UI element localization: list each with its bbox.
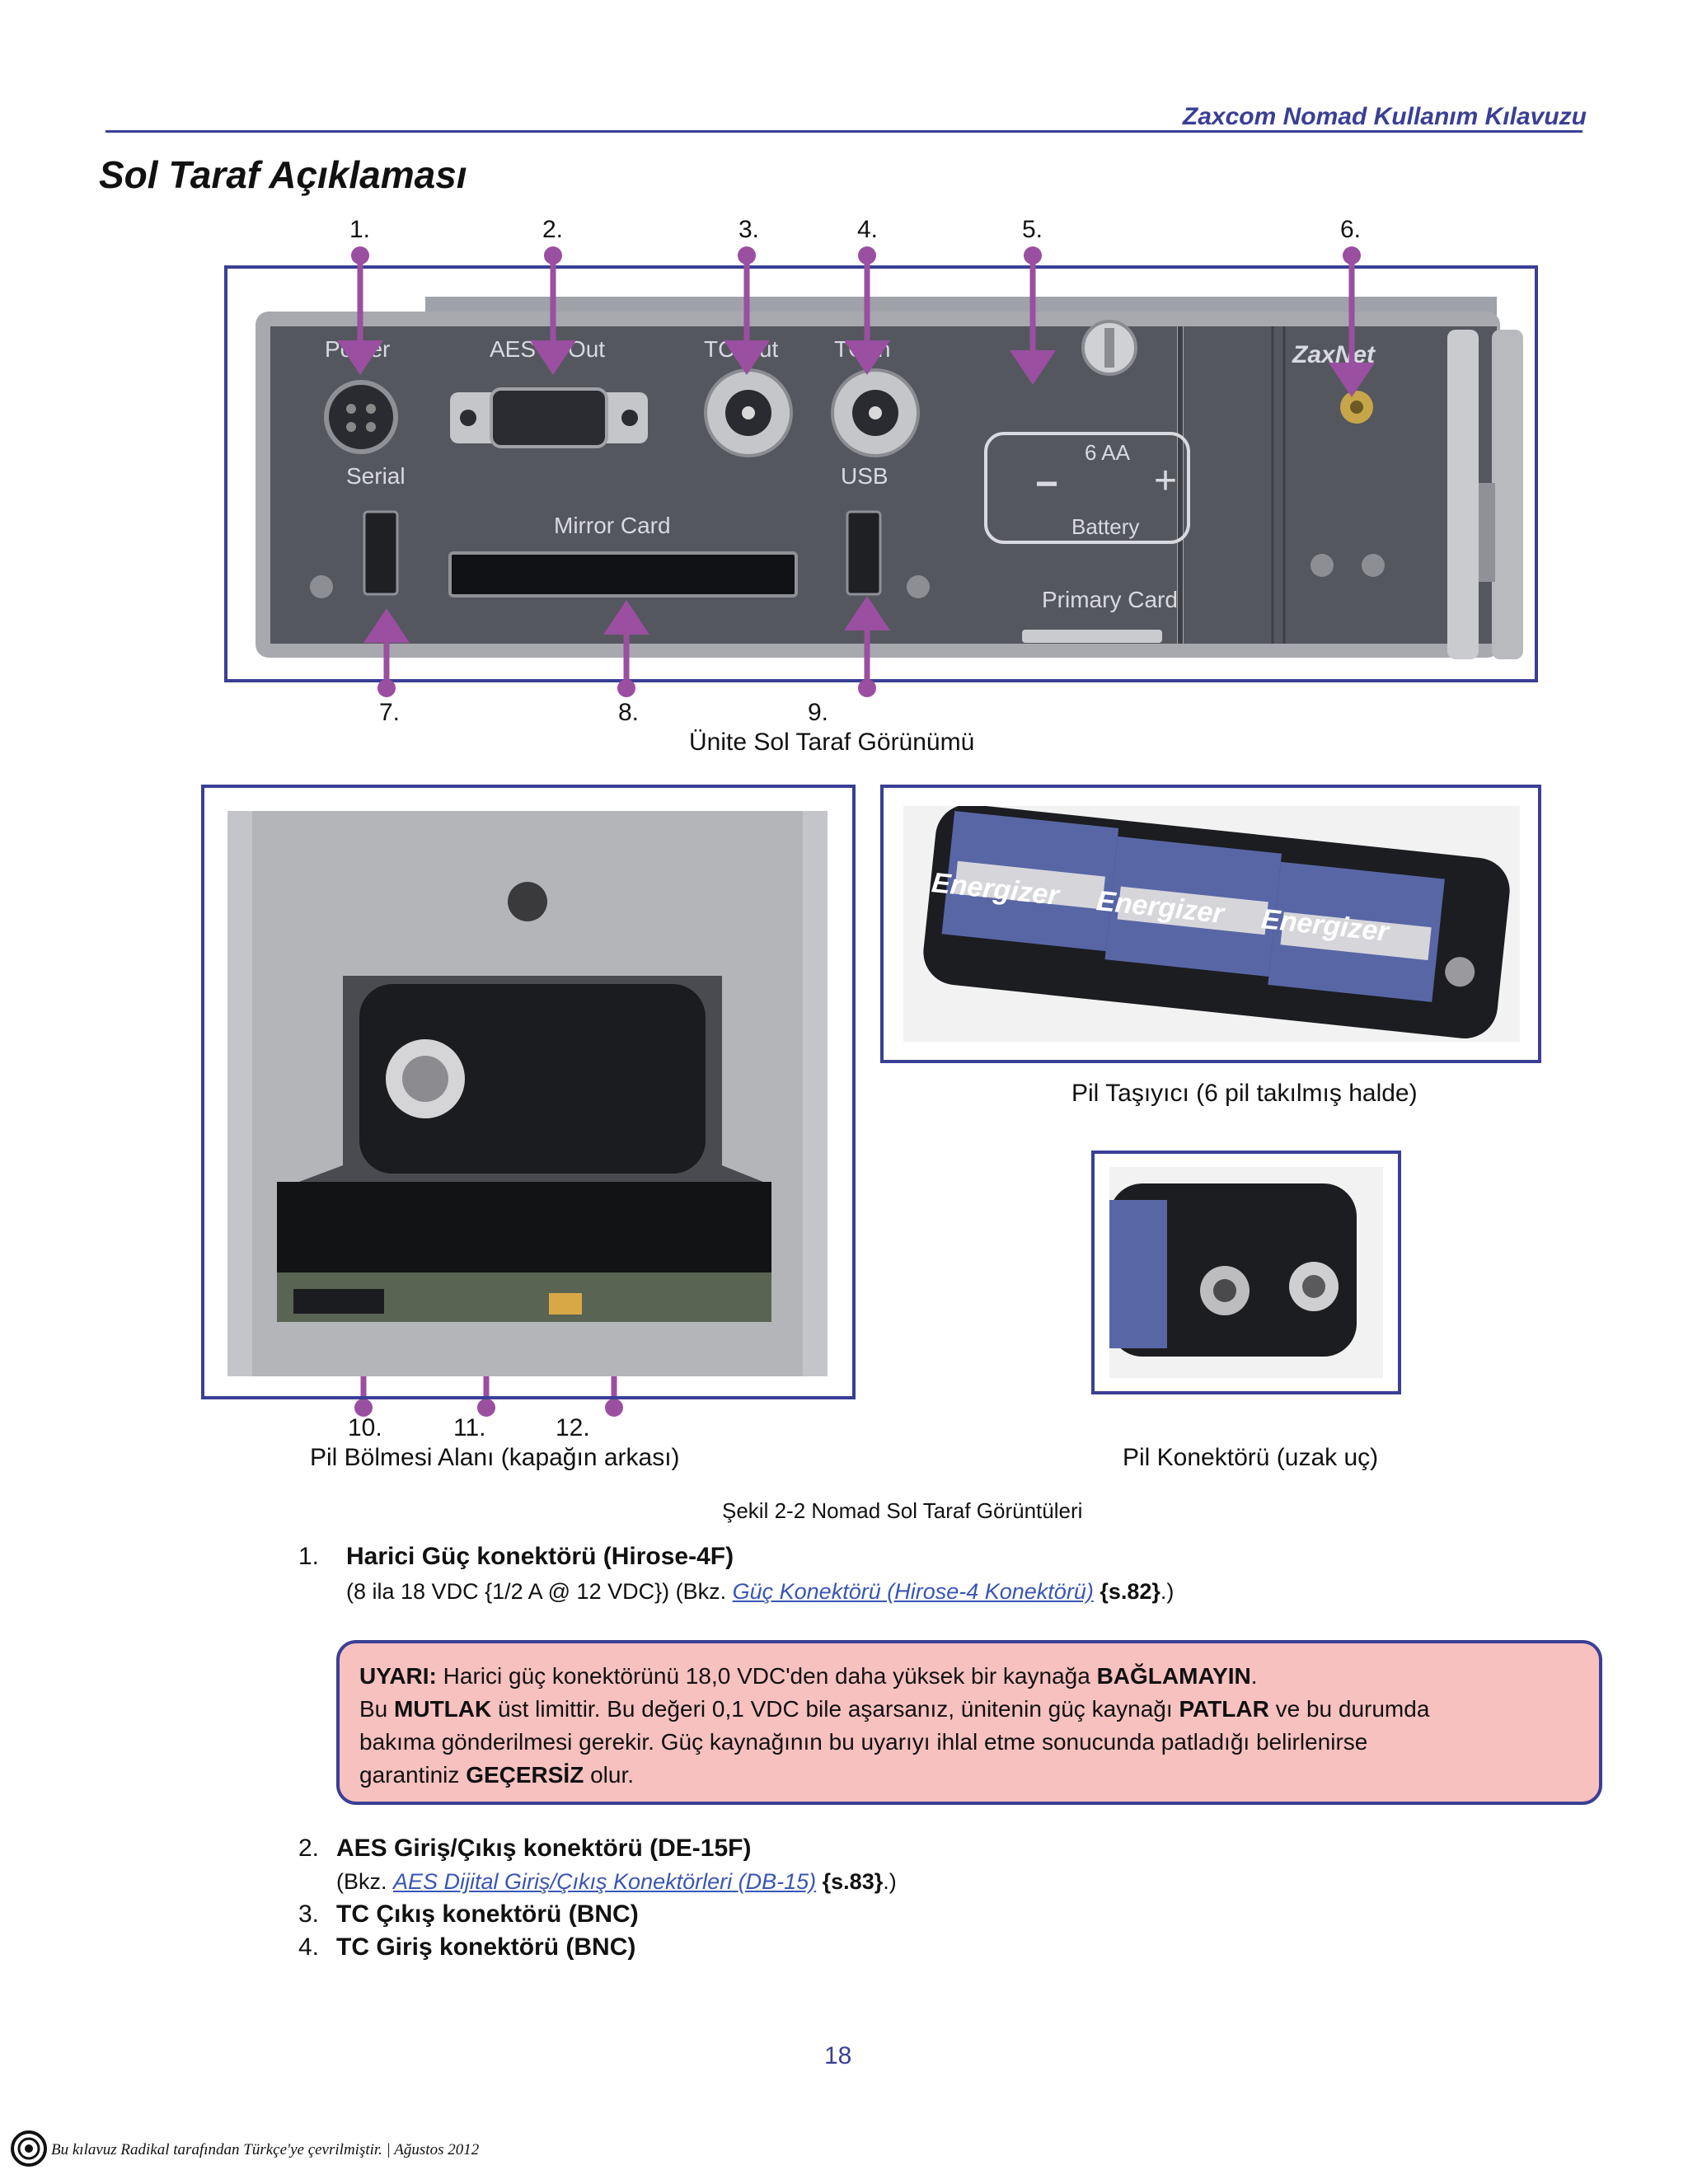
list-item-description: (8 ila 18 VDC {1/2 A @ 12 VDC}) (Bkz. Gü… xyxy=(346,1579,1174,1605)
link-aes-connectors[interactable]: AES Dijital Giriş/Çıkış Konektörleri (DB… xyxy=(393,1869,817,1894)
warning-line-2: Bu MUTLAK üst limittir. Bu değeri 0,1 VD… xyxy=(359,1693,1579,1726)
arrow-7 xyxy=(363,608,410,697)
warning-emphasis: PATLAR xyxy=(1179,1696,1269,1722)
list-item-title: AES Giriş/Çıkış konektörü (DE-15F) xyxy=(336,1835,752,1862)
battery-compartment-image xyxy=(227,811,828,1376)
warning-text: olur. xyxy=(584,1762,635,1788)
device-figure-caption: Ünite Sol Taraf Görünümü xyxy=(689,729,975,756)
callout-number-10: 10. xyxy=(348,1414,382,1441)
page-ref-1: {s.82} xyxy=(1100,1579,1160,1604)
label-minus: − xyxy=(1035,462,1059,506)
callout-number-5: 5. xyxy=(1022,216,1043,243)
warning-text: . xyxy=(1250,1663,1258,1689)
arrow-5 xyxy=(1010,246,1056,385)
battery-carrier-image xyxy=(903,806,1520,1042)
compartment-figure-caption: Pil Bölmesi Alanı (kapağın arkası) xyxy=(310,1444,680,1471)
warning-label: UYARI: xyxy=(359,1663,437,1689)
warning-line-3: bakıma gönderilmesi gerekir. Güç kaynağı… xyxy=(359,1729,1368,1755)
item-2-sub-prefix: (Bkz. xyxy=(336,1869,394,1894)
warning-text: Bu xyxy=(359,1696,395,1722)
section-title: Sol Taraf Açıklaması xyxy=(99,153,467,196)
callout-number-1: 1. xyxy=(349,216,371,243)
callout-number-2: 2. xyxy=(542,216,564,243)
list-item-number: 2. xyxy=(298,1835,320,1862)
arrow-1 xyxy=(337,246,383,375)
warning-emphasis: GEÇERSİZ xyxy=(466,1762,584,1788)
warning-line-4: garantiniz GEÇERSİZ olur. xyxy=(359,1759,1579,1792)
callout-number-8: 8. xyxy=(618,699,640,726)
list-item-number: 3. xyxy=(298,1900,320,1928)
list-item-number: 1. xyxy=(298,1543,320,1570)
callout-number-3: 3. xyxy=(738,216,760,243)
item-1-sub-suffix: .) xyxy=(1160,1579,1175,1604)
list-item-description: (Bkz. AES Dijital Giriş/Çıkış Konektörle… xyxy=(336,1869,897,1895)
compartment-figure-frame xyxy=(201,785,856,1399)
footer-note: Bu kılavuz Radikal tarafından Türkçe'ye … xyxy=(51,2141,480,2158)
battery-connector-caption: Pil Konektörü (uzak uç) xyxy=(1123,1444,1379,1471)
arrow-8 xyxy=(603,600,649,697)
label-mirror-card: Mirror Card xyxy=(554,513,671,538)
list-item-title: TC Çıkış konektörü (BNC) xyxy=(336,1900,639,1928)
label-usb: USB xyxy=(841,463,889,489)
list-item-title: Harici Güç konektörü (Hirose-4F) xyxy=(346,1543,734,1570)
list-item-title: TC Giriş konektörü (BNC) xyxy=(336,1933,636,1961)
callout-number-7: 7. xyxy=(379,699,401,726)
warning-text: Harici güç konektörünü 18,0 VDC'den daha… xyxy=(436,1663,1097,1689)
callout-number-9: 9. xyxy=(808,699,829,726)
label-serial: Serial xyxy=(346,463,406,489)
translator-logo-icon xyxy=(11,2130,47,2167)
arrow-9 xyxy=(844,596,890,697)
battery-connector-image xyxy=(1109,1167,1383,1378)
list-item-number: 4. xyxy=(298,1933,320,1961)
arrow-4 xyxy=(844,246,890,375)
warning-text: üst limittir. Bu değeri 0,1 VDC bile aşa… xyxy=(491,1696,1179,1722)
item-1-sub-prefix: (8 ila 18 VDC {1/2 A @ 12 VDC}) (Bkz. xyxy=(346,1579,733,1604)
callout-number-6: 6. xyxy=(1340,216,1362,243)
warning-emphasis: BAĞLAMAYIN xyxy=(1096,1663,1251,1689)
battery-connector-frame xyxy=(1091,1151,1401,1394)
warning-box: UYARI: Harici güç konektörünü 18,0 VDC'd… xyxy=(336,1640,1602,1805)
device-figure-frame xyxy=(224,265,1538,682)
callout-number-11: 11. xyxy=(453,1414,486,1441)
arrow-2 xyxy=(530,246,576,375)
label-battery: Battery xyxy=(1071,514,1140,539)
link-power-connector[interactable]: Güç Konektörü (Hirose-4 Konektörü) xyxy=(732,1579,1094,1604)
battery-carrier-frame xyxy=(880,785,1541,1063)
item-2-sub-suffix: .) xyxy=(883,1869,897,1894)
warning-line-1: UYARI: Harici güç konektörünü 18,0 VDC'd… xyxy=(359,1660,1579,1693)
figure-caption: Şekil 2-2 Nomad Sol Taraf Görüntüleri xyxy=(722,1498,1083,1523)
warning-text: garantiniz xyxy=(359,1762,467,1788)
label-6aa: 6 AA xyxy=(1085,440,1130,465)
warning-emphasis: MUTLAK xyxy=(394,1696,492,1722)
callout-number-12: 12. xyxy=(556,1414,590,1441)
battery-carrier-caption: Pil Taşıyıcı (6 pil takılmış halde) xyxy=(1071,1080,1418,1107)
page-ref-2: {s.83} xyxy=(822,1869,884,1894)
page-number: 18 xyxy=(824,2042,852,2069)
warning-text: ve bu durumda xyxy=(1268,1696,1430,1722)
header-rule xyxy=(106,130,1582,133)
arrow-3 xyxy=(724,246,770,375)
callout-number-4: 4. xyxy=(857,216,879,243)
arrow-6 xyxy=(1329,246,1375,397)
label-plus: + xyxy=(1154,459,1178,503)
label-primary-card: Primary Card xyxy=(1042,587,1178,612)
header-title: Zaxcom Nomad Kullanım Kılavuzu xyxy=(1182,103,1587,130)
